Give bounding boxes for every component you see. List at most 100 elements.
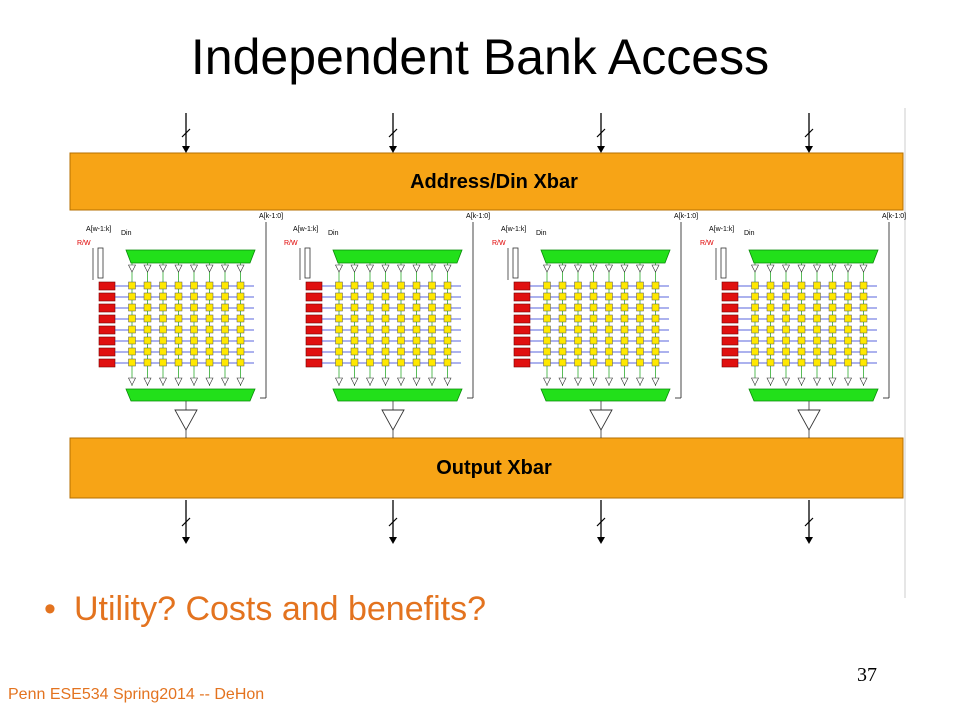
bank-1-din-mux (125, 249, 256, 264)
bank-1-memory-cell (143, 292, 152, 301)
bank-1-memory-cell (174, 325, 183, 334)
bank-2-sense-amp (428, 377, 436, 386)
bank-4-write-driver (859, 264, 868, 273)
bank-4-memory-cell (751, 303, 759, 312)
bank-1-sense-amp (143, 377, 152, 386)
bank-3-memory-cell (620, 303, 629, 312)
bank-4-memory-cell (844, 358, 852, 367)
bank-1-sense-amp (190, 377, 198, 386)
bank-1-memory-cell (128, 292, 136, 301)
bank-4-output-buffer (797, 409, 821, 431)
bank-1-decoder-cell (98, 281, 116, 291)
bank-3-addr-input (512, 247, 519, 279)
bank-4-write-driver (844, 264, 852, 273)
bank-3-memory-cell (605, 292, 613, 301)
bullet-dot: • (44, 590, 56, 628)
bank-1-memory-cell (174, 347, 183, 356)
bank-1-addr-high-label: A[w-1:k] (86, 226, 111, 233)
bank-2-memory-cell (381, 336, 390, 345)
bank-1-decoder-cell (98, 336, 116, 346)
bank-3-write-driver (620, 264, 629, 273)
bank-3-memory-cell (620, 347, 629, 356)
bank-1-memory-cell (174, 358, 183, 367)
bank-3-memory-cell (636, 325, 644, 334)
bank-3-memory-cell (574, 325, 582, 334)
bank-1-write-driver (236, 264, 245, 273)
bank-2-write-driver (428, 264, 436, 273)
bank-3-memory-cell (605, 314, 613, 323)
bank-1-memory-cell (128, 303, 136, 312)
bank-1-write-driver (143, 264, 152, 273)
bank-2-decoder-cell (305, 303, 323, 313)
bank-2-memory-cell (381, 303, 390, 312)
bank-3-memory-cell (558, 347, 567, 356)
bank-4-memory-cell (797, 347, 806, 356)
bank-1-memory-cell (221, 281, 229, 290)
bank-1-memory-cell (205, 347, 214, 356)
bank-4-write-driver (813, 264, 821, 273)
bank-1-memory-cell (190, 303, 198, 312)
bank-2-decoder-cell (305, 325, 323, 335)
bank-3-sense-amp (543, 377, 551, 386)
output-xbar (69, 437, 904, 499)
bank-2-memory-cell (412, 358, 421, 367)
bank-2-memory-cell (366, 292, 374, 301)
bank-1-memory-cell (221, 314, 229, 323)
bank-3-memory-cell (651, 325, 660, 334)
bank-1-write-driver (190, 264, 198, 273)
bank-1-memory-cell (174, 292, 183, 301)
bank-3-memory-cell (543, 292, 551, 301)
bank-2-memory-cell (428, 303, 436, 312)
bank-4-memory-cell (797, 281, 806, 290)
bank-3-memory-cell (589, 314, 598, 323)
bank-4-write-driver (766, 264, 775, 273)
bank-4-memory-cell (844, 292, 852, 301)
bank-3-memory-cell (543, 336, 551, 345)
bank-1-decoder-cell (98, 303, 116, 313)
bank-1-memory-cell (174, 281, 183, 290)
bank-1-memory-cell (236, 303, 245, 312)
bank-2-decoder-cell (305, 347, 323, 357)
bank-1-memory-cell (174, 336, 183, 345)
bank-2-memory-cell (443, 347, 452, 356)
bank-1-sense-amp (174, 377, 183, 386)
bank-1-memory-cell (143, 303, 152, 312)
bank-4-sense-amp (828, 377, 837, 386)
bullet-text: Utility? Costs and benefits? (74, 590, 486, 628)
bank-4-memory-cell (828, 325, 837, 334)
bank-4-memory-cell (766, 325, 775, 334)
bank-3-memory-cell (543, 314, 551, 323)
bank-3-decoder-cell (513, 303, 531, 313)
bank-2-memory-cell (366, 281, 374, 290)
bank-3-memory-cell (636, 292, 644, 301)
bank-1-memory-cell (128, 336, 136, 345)
bank-2-memory-cell (335, 358, 343, 367)
bank-1-write-driver (174, 264, 183, 273)
bank-3-output-mux (540, 388, 671, 402)
bank-3-decoder-cell (513, 281, 531, 291)
bank-3-memory-cell (651, 292, 660, 301)
bank-3-memory-cell (574, 292, 582, 301)
bank-1-memory-cell (221, 347, 229, 356)
bank-2-memory-cell (381, 314, 390, 323)
bank-2-memory-cell (397, 325, 405, 334)
bank-1-memory-cell (190, 336, 198, 345)
bank-4-memory-cell (797, 292, 806, 301)
bank-2-decoder-cell (305, 336, 323, 346)
bank-4-input-arrow-head (805, 146, 813, 153)
bank-2-memory-cell (428, 292, 436, 301)
bank-3-memory-cell (543, 281, 551, 290)
bank-2-write-driver (443, 264, 452, 273)
bank-4-sense-amp (844, 377, 852, 386)
bank-1-output-arrow-slash (181, 517, 191, 527)
bank-1-memory-cell (128, 358, 136, 367)
bank-1-memory-cell (159, 336, 167, 345)
bank-3-memory-cell (605, 358, 613, 367)
bank-3-memory-cell (558, 336, 567, 345)
bank-3-addr-high-label: A[w-1:k] (501, 226, 526, 233)
bank-3-write-driver (543, 264, 551, 273)
bank-3-memory-cell (651, 314, 660, 323)
bank-3-memory-cell (543, 303, 551, 312)
bank-1-memory-cell (221, 303, 229, 312)
